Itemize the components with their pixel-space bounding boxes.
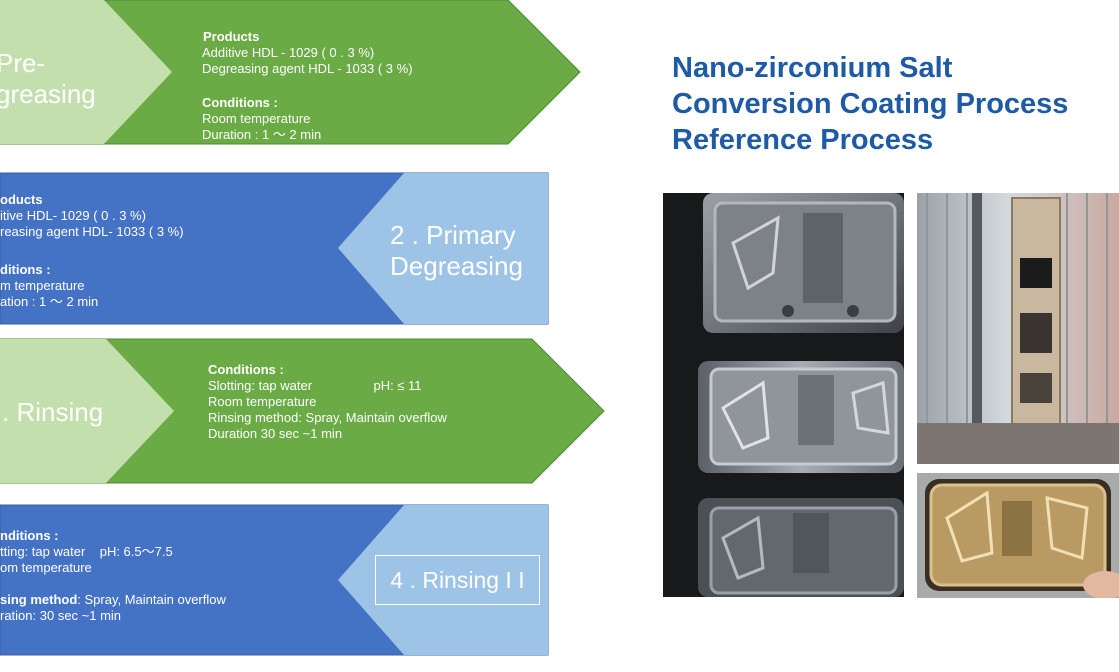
step-1-shape xyxy=(0,0,581,145)
step-1-band: Pre- greasing Products Additive HDL - 10… xyxy=(0,0,582,146)
step-3-shape xyxy=(0,338,605,484)
step-2-details: oducts itive HDL- 1029 ( 0 . 3 %) reasin… xyxy=(0,192,184,309)
housing-stack-photo xyxy=(663,193,904,597)
step-3-label: . Rinsing xyxy=(2,397,104,427)
coated-part-photo xyxy=(917,473,1119,598)
rack-photo xyxy=(917,193,1119,464)
page-title: Nano-zirconium Salt Conversion Coating P… xyxy=(672,52,1069,156)
step-2-shape xyxy=(0,172,549,325)
step-4-band: nditions : tting: tap water pH: 6.5～7.5 … xyxy=(0,504,552,658)
step-4-details: nditions : tting: tap water pH: 6.5～7.5 … xyxy=(0,528,226,623)
step-1-label: Pre- greasing xyxy=(0,48,96,109)
step-4-label: 4 . Rinsing I I xyxy=(375,555,540,605)
step-3-details: Conditions : Slotting: tap water pH: ≤ 1… xyxy=(208,362,447,441)
step-2-label: 2 . Primary Degreasing xyxy=(390,220,523,281)
step-2-band: oducts itive HDL- 1029 ( 0 . 3 %) reasin… xyxy=(0,172,552,326)
step-3-band: . Rinsing Conditions : Slotting: tap wat… xyxy=(0,338,606,486)
step-4-shape xyxy=(0,504,549,656)
step-1-details: Products Additive HDL - 1029 ( 0 . 3 %) … xyxy=(202,29,413,142)
